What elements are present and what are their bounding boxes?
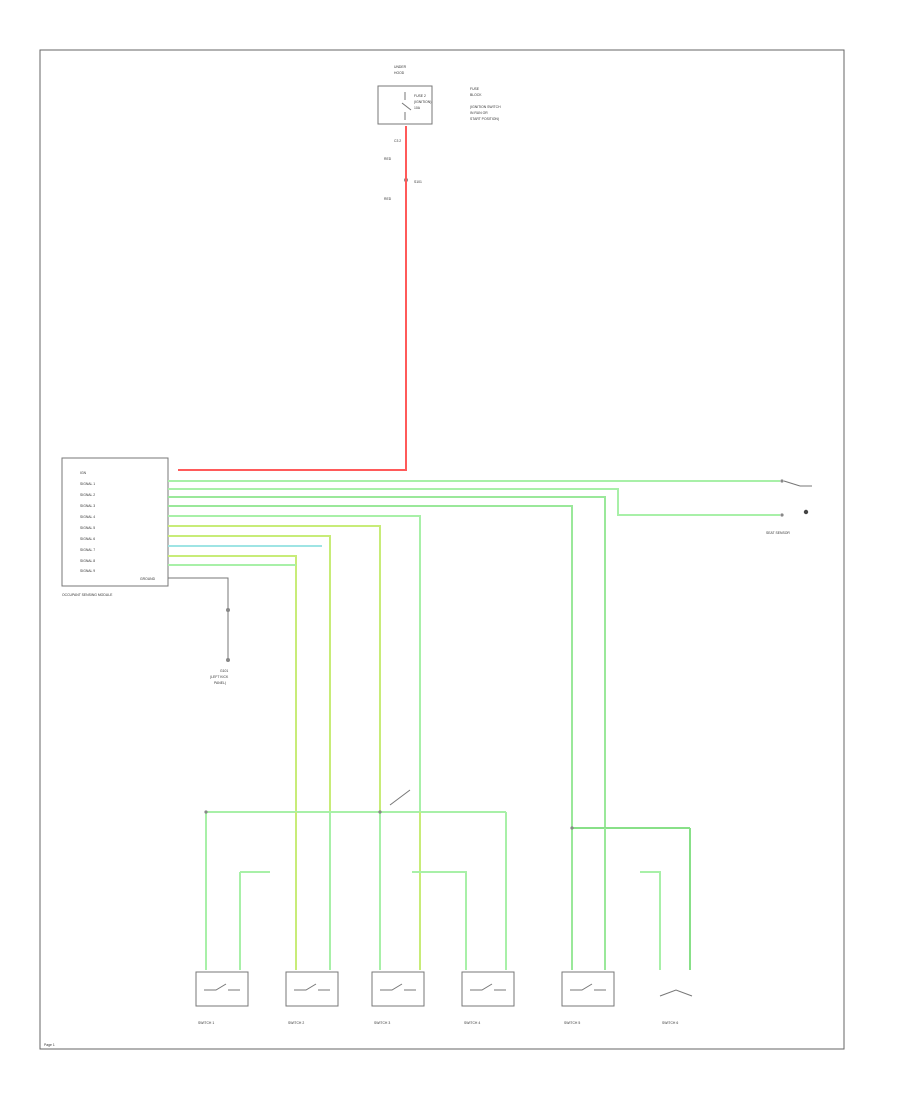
module-pin-8: SIGNAL 8 bbox=[80, 559, 95, 563]
fuse-block-title-4: BLOCK bbox=[470, 93, 482, 97]
fuse-wire-color-2: RED bbox=[384, 197, 392, 201]
occupant-sensing-module: IGN SIGNAL 1 SIGNAL 2 SIGNAL 3 SIGNAL 4 … bbox=[61, 457, 169, 597]
sensor-switch bbox=[783, 480, 812, 487]
component-label-4: SWITCH 4 bbox=[464, 1021, 480, 1025]
ground-splice-dot bbox=[226, 608, 230, 612]
splice-b bbox=[378, 810, 382, 814]
signal-wire-6 bbox=[168, 525, 381, 812]
component-box-3 bbox=[371, 971, 425, 1007]
signal-wire-5 bbox=[168, 515, 421, 812]
sensor-pin-1 bbox=[780, 479, 784, 483]
module-pin-6: SIGNAL 6 bbox=[80, 537, 95, 541]
component-label-2: SWITCH 2 bbox=[288, 1021, 304, 1025]
component-label-6: SWITCH 6 bbox=[662, 1021, 678, 1025]
fuse-wire-color: RED bbox=[384, 157, 392, 161]
module-pin-7: SIGNAL 7 bbox=[80, 548, 95, 552]
module-pin-0: IGN bbox=[80, 471, 87, 475]
diagram-frame bbox=[39, 49, 845, 1050]
sensor-label: SEAT SENSOR bbox=[766, 531, 790, 535]
drop-2 bbox=[239, 871, 270, 970]
fuse-note-2: IN RUN OR bbox=[470, 111, 488, 115]
seat-sensor: SEAT SENSOR bbox=[766, 479, 812, 535]
component-box-4 bbox=[461, 971, 515, 1007]
component-box-1 bbox=[195, 971, 249, 1007]
sensor-ground-icon bbox=[803, 509, 809, 515]
fuse-block-title-2: HOOD bbox=[394, 71, 405, 75]
fuse-note-1: (IGNITION SWITCH bbox=[470, 105, 501, 109]
fuse-label-3: 10A bbox=[414, 106, 421, 110]
module-pin-4: SIGNAL 4 bbox=[80, 515, 95, 519]
component-symbol-1 bbox=[204, 983, 240, 991]
ground-wire bbox=[168, 577, 229, 660]
splice-c bbox=[570, 826, 574, 830]
ground-label-2: (LEFT KICK bbox=[210, 675, 229, 679]
ignition-feed-wire bbox=[178, 126, 407, 471]
fuse-note-3: START POSITION) bbox=[470, 117, 499, 121]
fuse-block: UNDER HOOD FUSE 2 (IGNITION) 10A FUSE BL… bbox=[377, 65, 501, 201]
fuse-label-1: FUSE 2 bbox=[414, 94, 426, 98]
component-label-3: SWITCH 3 bbox=[374, 1021, 390, 1025]
module-pin-3: SIGNAL 3 bbox=[80, 504, 95, 508]
module-pin-5: SIGNAL 5 bbox=[80, 526, 95, 530]
ground-terminal bbox=[226, 658, 230, 662]
module-title: OCCUPANT SENSING MODULE bbox=[62, 593, 113, 597]
leader-line bbox=[389, 789, 411, 806]
fuse-splice-label: S101 bbox=[414, 180, 422, 184]
signal-wire-2 bbox=[168, 488, 780, 516]
module-ground: G101 (LEFT KICK PANEL) bbox=[168, 577, 230, 685]
signal-wire-9 bbox=[168, 555, 297, 812]
drop-7 bbox=[412, 871, 467, 970]
component-box-2 bbox=[285, 971, 339, 1007]
signal-wire-4 bbox=[168, 505, 573, 828]
component-symbol-2 bbox=[294, 983, 330, 991]
ground-label-1: G101 bbox=[220, 669, 228, 673]
sensor-pin-2 bbox=[780, 513, 784, 517]
fuse-block-title-3: FUSE bbox=[470, 87, 480, 91]
fuse-symbol bbox=[401, 92, 412, 120]
lower-harness bbox=[204, 789, 691, 970]
module-pin-2: SIGNAL 2 bbox=[80, 493, 95, 497]
component-symbol-5 bbox=[570, 983, 606, 991]
component-symbol-6 bbox=[659, 989, 693, 997]
component-symbol-3 bbox=[380, 983, 416, 991]
module-box bbox=[61, 457, 169, 587]
module-pin-1: SIGNAL 1 bbox=[80, 482, 95, 486]
drop-11 bbox=[640, 871, 661, 970]
lower-components: SWITCH 1 SWITCH 2 SWITCH 3 SWITCH 4 SWIT… bbox=[195, 971, 693, 1025]
signal-wire-3 bbox=[168, 496, 606, 828]
fuse-label-2: (IGNITION) bbox=[414, 100, 431, 104]
component-label-1: SWITCH 1 bbox=[198, 1021, 214, 1025]
fuse-pin-label: C3 2 bbox=[394, 139, 401, 143]
module-pin-9: SIGNAL 9 bbox=[80, 569, 95, 573]
component-box-5 bbox=[561, 971, 615, 1007]
ground-label-3: PANEL) bbox=[214, 681, 226, 685]
module-pin-10: GROUND bbox=[140, 577, 156, 581]
splice-a bbox=[204, 810, 208, 814]
page-footer: Page 1 bbox=[44, 1043, 55, 1047]
component-symbol-4 bbox=[470, 983, 506, 991]
component-label-5: SWITCH 5 bbox=[564, 1021, 580, 1025]
signal-wire-7 bbox=[168, 535, 331, 812]
signal-wires bbox=[168, 480, 780, 828]
fuse-block-title-1: UNDER bbox=[394, 65, 407, 69]
